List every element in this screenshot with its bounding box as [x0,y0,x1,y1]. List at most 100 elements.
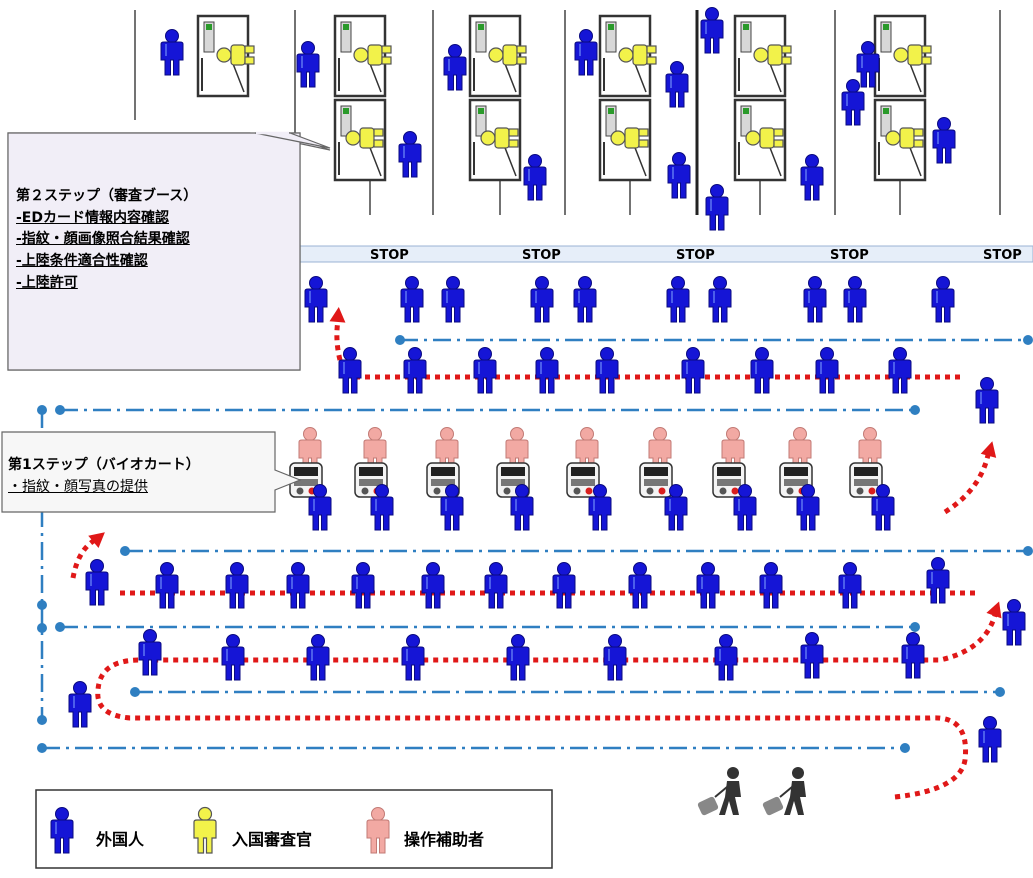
foreigner-icon [160,28,184,76]
foreigner-icon [1002,598,1026,646]
foreigner-icon [803,275,827,323]
foreigner-icon [603,633,627,681]
foreigner-icon [696,561,720,609]
foreigner-icon [573,275,597,323]
foreigner-icon [221,633,245,681]
queue-post [910,405,920,415]
step2-item: -上陸許可 [16,274,78,291]
step2-title: 第２ステップ（審査ブース） [16,188,198,204]
foreigner-icon [888,346,912,394]
foreigner-icon [552,561,576,609]
foreigner-icon [138,628,162,676]
foreigner-icon [665,60,689,108]
foreigner-icon [296,40,320,88]
queue-post [37,715,47,725]
queue-post [55,622,65,632]
foreigner-icon [484,561,508,609]
kiosk-icon [639,462,673,498]
foreigner-icon [705,183,729,231]
foreigner-icon [85,558,109,606]
queue-post [37,405,47,415]
stop-label: STOP [370,248,409,263]
queue-post [995,687,1005,697]
foreigner-icon [506,633,530,681]
legend-assistant-label: 操作補助者 [404,830,485,849]
queue-post [1023,335,1033,345]
foreigner-icon [838,561,862,609]
flow-path [70,307,1002,800]
step2-item: -EDカード情報内容確認 [16,209,169,226]
flow-path-segment [334,319,343,361]
foreigner-icon [401,633,425,681]
foreigner-icon [338,346,362,394]
queue-post [120,546,130,556]
legend-inspector-label: 入国審査官 [232,830,313,849]
queue-post [395,335,405,345]
foreigner-icon [286,561,310,609]
foreigner-icon [441,275,465,323]
queue-post [37,623,47,633]
stop-label: STOP [676,248,715,263]
foreigner-icon [443,43,467,91]
foreigner-icon [750,346,774,394]
flow-path-segment [95,614,998,800]
queue-post [910,622,920,632]
legend-box [35,789,553,869]
foreigner-icon [815,346,839,394]
foreigner-icon [523,153,547,201]
foreigner-icon [398,130,422,178]
foreigner-icon [708,275,732,323]
queue-post [1023,546,1033,556]
foreigner-icon [595,346,619,394]
foreigner-icon [421,561,445,609]
step2-item: -指紋・顔画像照合結果確認 [16,231,190,248]
stop-label: STOP [983,248,1022,263]
foreigner-icon [351,561,375,609]
foreigner-icon [403,346,427,394]
foreigner-icon [714,633,738,681]
queue-post [130,687,140,697]
flow-arrow [986,601,1002,619]
step1-text: 第1ステップ（バイオカート） ・指紋・顔写真の提供 [8,455,200,498]
foreigner-icon [473,346,497,394]
stop-label: STOP [830,248,869,263]
foreigner-icon [843,275,867,323]
foreigner-icon [574,28,598,76]
step1-callout [1,431,302,513]
flow-arrow [980,441,997,458]
stop-label: STOP [522,248,561,263]
foreigner-icon [931,275,955,323]
step2-item: -上陸条件適合性確認 [16,253,148,270]
foreigner-icon [155,561,179,609]
foreigner-icon [225,561,249,609]
booth-lane-dividers [134,10,1001,215]
foreigner-icon [800,153,824,201]
foreigner-icon [901,631,925,679]
traveler-icon [695,766,742,818]
foreigner-icon [666,275,690,323]
foreigner-icon [932,116,956,164]
foreigner-icon [530,275,554,323]
foreigner-icon [400,275,424,323]
step1-title: 第1ステップ（バイオカート） [8,457,200,473]
foreigner-icon [926,556,950,604]
foreigner-icon [978,715,1002,763]
foreigner-icon [700,6,724,54]
foreigner-icon [628,561,652,609]
legend-foreigner-label: 外国人 [96,830,145,849]
queue-post [55,405,65,415]
foreigner-icon [759,561,783,609]
step1-item: ・指紋・顔写真の提供 [8,478,148,495]
stop-bar [299,245,1033,263]
foreigner-icon [681,346,705,394]
foreigner-icon [68,680,92,728]
traveler-icon [760,766,807,818]
flow-path-segment [70,537,97,579]
queue-post [900,743,910,753]
foreigner-icon [667,151,691,199]
flow-arrow [88,532,105,548]
foreigner-icon [306,633,330,681]
queue-post [37,600,47,610]
